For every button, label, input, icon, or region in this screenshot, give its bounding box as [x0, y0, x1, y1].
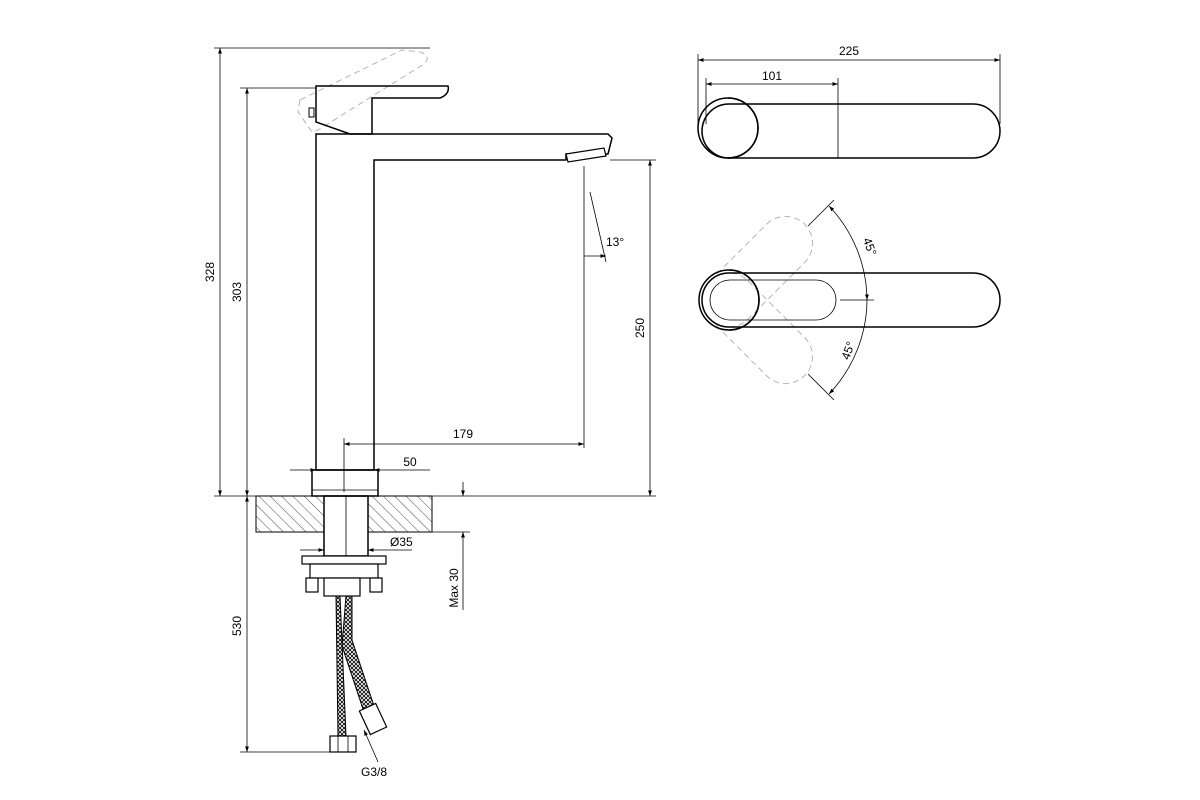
- dim-328-label: 328: [203, 262, 217, 282]
- arc-ext-upper: [807, 199, 835, 227]
- rotation-body-front: [728, 269, 760, 331]
- tap-base: [311, 469, 379, 497]
- dim-530-label: 530: [230, 616, 244, 636]
- angle-45-upper-label: 45°: [860, 236, 879, 258]
- top-view: 225 101: [697, 44, 1001, 159]
- countertop-left: [255, 495, 325, 533]
- fitting-cold: [329, 735, 357, 753]
- side-view: 328 303 530 250 13° 179 50 Ø35: [203, 47, 656, 779]
- mount-plate: [309, 563, 379, 579]
- lever-button: [308, 107, 315, 118]
- thread-label: G3/8: [361, 765, 387, 779]
- top-lever: [701, 103, 1001, 159]
- dim-50-label: 50: [403, 455, 417, 469]
- thread-leader: [363, 729, 379, 763]
- lever-ghost-raised: [297, 49, 428, 133]
- dim-303-label: 303: [230, 282, 244, 302]
- aerator: [565, 147, 607, 163]
- arc-ext-lower: [807, 373, 835, 401]
- washer: [301, 555, 387, 565]
- hose-hot: [341, 595, 377, 719]
- angle-13-label: 13°: [606, 235, 624, 249]
- tap-body: [315, 133, 613, 471]
- fitting-hot: [358, 702, 388, 736]
- lever: [315, 85, 450, 135]
- rotation-lever-inner: [709, 279, 837, 321]
- angle-ref-tilted: [589, 191, 607, 263]
- dim-225-label: 225: [839, 44, 859, 58]
- top-body-front: [727, 97, 759, 159]
- dim-179-label: 179: [453, 427, 473, 441]
- lever-ghost-upper: [701, 215, 814, 328]
- arc-45-upper: [828, 205, 869, 301]
- arc-45-lower: [828, 299, 868, 395]
- dim-250-label: 250: [633, 318, 647, 338]
- dim-35-label: Ø35: [390, 535, 413, 549]
- angle-45-lower-label: 45°: [839, 340, 858, 362]
- dim-101-label: 101: [762, 69, 782, 83]
- lever-ghost-lower: [701, 272, 814, 385]
- nut-center: [323, 577, 361, 597]
- nut-right: [369, 577, 383, 593]
- dim-max30-label: Max 30: [447, 568, 461, 608]
- rotation-view: 45° 45°: [698, 199, 1001, 401]
- countertop-right: [367, 495, 433, 533]
- nut-left: [305, 577, 319, 593]
